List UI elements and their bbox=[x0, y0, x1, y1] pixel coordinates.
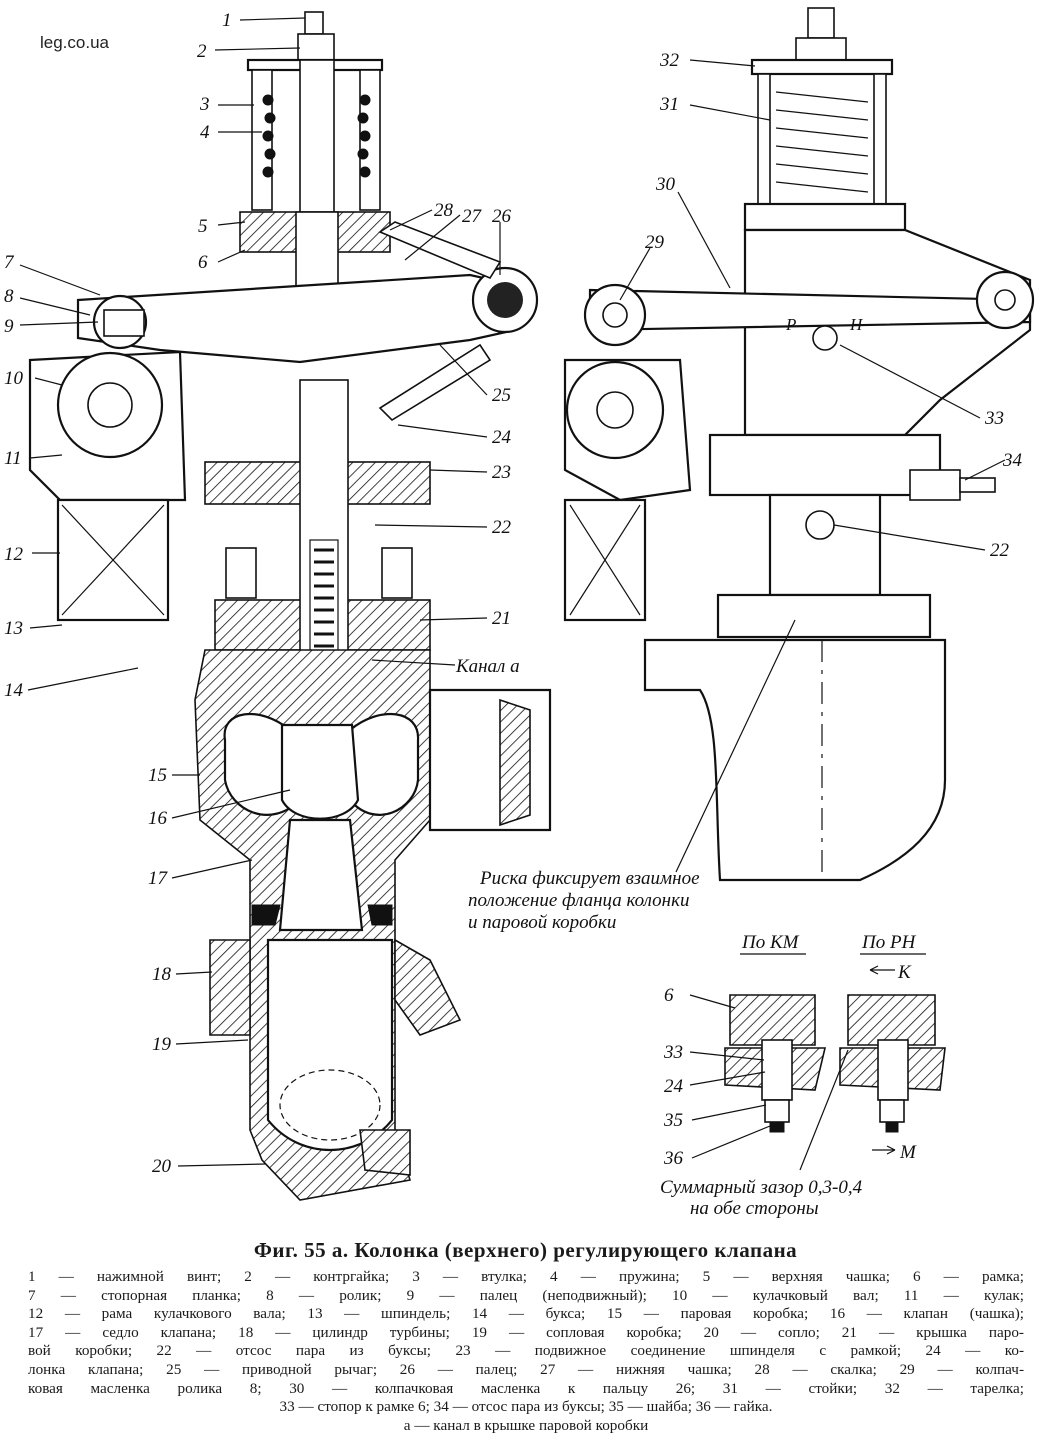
note-gap-line-1: Суммарный зазор 0,3-0,4 bbox=[660, 1177, 863, 1198]
label-po-rn: По РН bbox=[861, 932, 917, 953]
label-29: 29 bbox=[645, 232, 665, 253]
label-15: 15 bbox=[148, 765, 167, 786]
detail-label-6: 6 bbox=[664, 985, 674, 1006]
label-23: 23 bbox=[492, 462, 511, 483]
label-30: 30 bbox=[655, 174, 676, 195]
label-14: 14 bbox=[4, 680, 24, 701]
label-3: 3 bbox=[199, 94, 210, 115]
label-17: 17 bbox=[148, 868, 169, 889]
label-4: 4 bbox=[200, 122, 210, 143]
legend-line: 7 — стопорная планка; 8 — ролик; 9 — пал… bbox=[28, 1286, 1024, 1304]
detail-label-24: 24 bbox=[664, 1076, 684, 1097]
legend-line: 1 — нажимной винт; 2 — контргайка; 3 — в… bbox=[28, 1268, 1024, 1285]
label-7: 7 bbox=[4, 252, 15, 273]
legend-line: 33 — стопор к рамке 6; 34 — отсос пара и… bbox=[279, 1398, 773, 1416]
figure-legend: 1 — нажимной винт; 2 — контргайка; 3 — в… bbox=[28, 1268, 1024, 1435]
label-2: 2 bbox=[197, 41, 207, 62]
technical-drawing: 1 2 3 4 5 6 7 8 9 10 11 12 13 14 15 16 1… bbox=[4, 7, 1035, 1219]
label-11: 11 bbox=[4, 448, 22, 469]
legend-line: ковая масленка ролика 8; 30 — колпачкова… bbox=[28, 1379, 1024, 1397]
left-section-view bbox=[28, 11, 552, 1201]
label-12: 12 bbox=[4, 544, 24, 565]
label-22-right: 22 bbox=[990, 540, 1010, 561]
figure-caption: Фиг. 55 а. Колонка (верхнего) регулирующ… bbox=[253, 1238, 798, 1262]
label-m: М bbox=[899, 1142, 917, 1163]
label-27: 27 bbox=[462, 206, 483, 227]
right-exterior-view bbox=[563, 7, 1035, 882]
callout-labels: 1 2 3 4 5 6 7 8 9 10 11 12 13 14 15 16 1… bbox=[4, 10, 1023, 1177]
label-28: 28 bbox=[434, 200, 454, 221]
label-6: 6 bbox=[198, 252, 208, 273]
detail-label-35: 35 bbox=[663, 1110, 683, 1131]
label-10: 10 bbox=[4, 368, 24, 389]
spring-coils-right bbox=[775, 91, 869, 193]
label-26: 26 bbox=[492, 206, 512, 227]
site-watermark: leg.co.ua bbox=[40, 33, 109, 52]
note-gap-line-2: на обе стороны bbox=[690, 1198, 819, 1219]
label-8: 8 bbox=[4, 286, 14, 307]
legend-line: 17 — седло клапана; 18 — цилиндр турбины… bbox=[28, 1323, 1024, 1341]
label-34: 34 bbox=[1002, 450, 1023, 471]
spring-coils-left bbox=[262, 94, 371, 178]
label-24: 24 bbox=[492, 427, 512, 448]
label-1: 1 bbox=[222, 10, 232, 31]
detail-label-36: 36 bbox=[663, 1148, 684, 1169]
legend-line: 12 — рама кулачкового вала; 13 — шпиндел… bbox=[28, 1305, 1024, 1323]
label-p: Р bbox=[785, 315, 796, 334]
label-31: 31 bbox=[659, 94, 679, 115]
label-19: 19 bbox=[152, 1034, 172, 1055]
label-po-km: По КМ bbox=[741, 932, 800, 953]
label-20: 20 bbox=[152, 1156, 172, 1177]
label-13: 13 bbox=[4, 618, 23, 639]
leader-lines bbox=[19, 17, 1006, 1171]
label-21: 21 bbox=[492, 608, 511, 629]
label-9: 9 bbox=[4, 316, 14, 337]
annotation-notes: Риска фиксирует взаимное положение фланц… bbox=[468, 868, 863, 1219]
label-18: 18 bbox=[152, 964, 172, 985]
detail-label-33: 33 bbox=[663, 1042, 683, 1063]
label-25: 25 bbox=[492, 385, 511, 406]
detail-views bbox=[724, 953, 946, 1155]
label-33: 33 bbox=[984, 408, 1004, 429]
legend-line: а — канал в крышке паровой коробки bbox=[403, 1416, 649, 1434]
label-22: 22 bbox=[492, 517, 512, 538]
label-h: Н bbox=[849, 315, 864, 334]
label-32: 32 bbox=[659, 50, 680, 71]
note-risk-line-2: положение фланца колонки bbox=[468, 890, 690, 911]
legend-line: вой коробки; 22 — отсос пара из буксы; 2… bbox=[28, 1342, 1024, 1360]
label-k: К bbox=[897, 962, 912, 983]
legend-line: лонка клапана; 25 — приводной рычаг; 26 … bbox=[28, 1360, 1024, 1378]
label-16: 16 bbox=[148, 808, 168, 829]
label-5: 5 bbox=[198, 216, 208, 237]
note-risk-line-3: и паровой коробки bbox=[468, 912, 616, 933]
note-risk-line-1: Риска фиксирует взаимное bbox=[479, 868, 700, 889]
label-canal-a: Канал а bbox=[455, 656, 520, 677]
